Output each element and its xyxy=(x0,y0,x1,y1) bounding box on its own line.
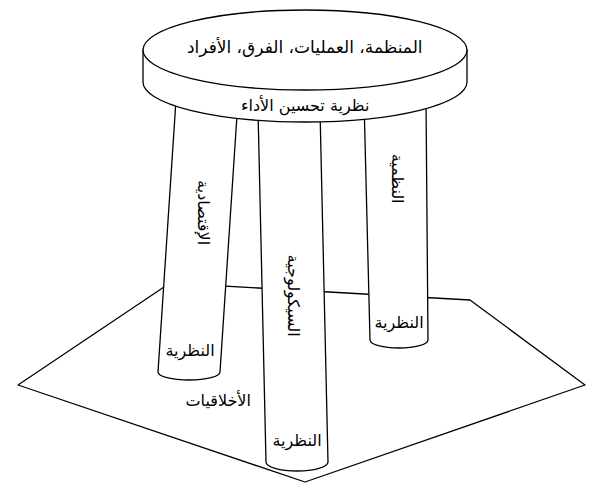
leg-node: النظرية النظمية xyxy=(364,100,430,350)
base-label: الأخلاقيات xyxy=(186,391,251,410)
leg-label: النظرية xyxy=(375,313,424,332)
seat-top-label: المنظمة، العمليات، الفرق، الأفراد xyxy=(187,37,423,57)
leg-label: الإقتصادية xyxy=(193,180,212,245)
leg-label: النظرية xyxy=(166,341,215,360)
seat-node: المنظمة، العمليات، الفرق، الأفراد نظرية ت… xyxy=(141,8,471,126)
outline-path xyxy=(258,110,328,471)
leg-label: النظمية xyxy=(387,153,406,203)
leg-label: النظرية xyxy=(273,431,322,450)
leg-node: النظرية الإقتصادية xyxy=(158,100,240,382)
leg-node: النظرية السيكولوجية xyxy=(258,110,330,476)
outline-path xyxy=(18,283,585,482)
outline-path xyxy=(143,10,467,90)
leg-label: السيكولوجية xyxy=(283,254,302,336)
seat-band-label: نظرية تحسين الأداء xyxy=(241,96,369,115)
outline-path xyxy=(364,100,428,348)
